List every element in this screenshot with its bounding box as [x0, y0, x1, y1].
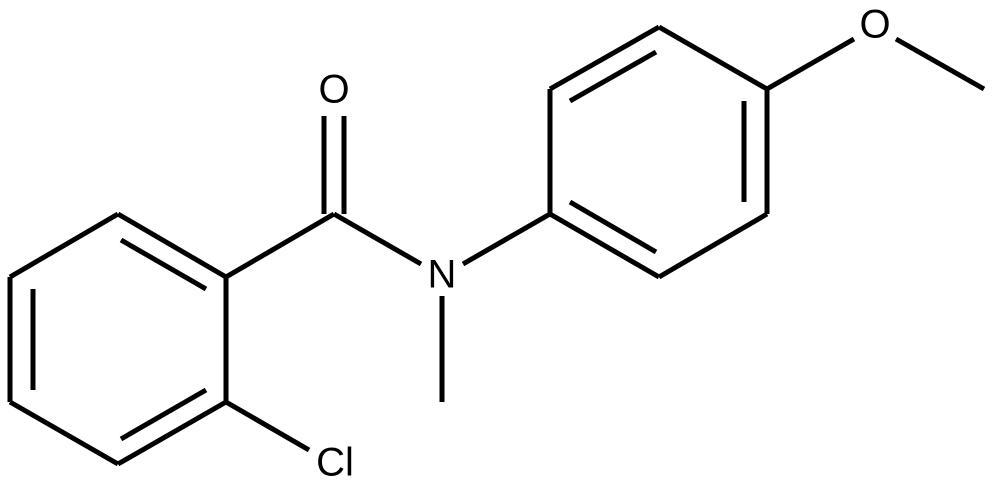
ring1-double-bottom — [119, 387, 208, 442]
ring1-bond-6 — [8, 211, 120, 280]
carbonyl-to-n-bond — [332, 211, 423, 267]
ring1-double-top — [119, 237, 208, 292]
ring2-bond-6 — [548, 211, 661, 280]
n-to-ring2-bond — [461, 211, 552, 267]
ring-to-carbonyl-bond — [224, 211, 336, 280]
ring1-bond-3 — [116, 399, 228, 467]
chlorine-label: Cl — [316, 441, 354, 485]
ring-to-methoxy-o-bond — [765, 36, 856, 92]
carbonyl-oxygen-label: O — [318, 68, 349, 112]
ring-to-chlorine-bond — [224, 399, 311, 453]
ring1-bond-1 — [116, 211, 228, 280]
methoxy-oxygen-label: O — [859, 3, 890, 47]
ring2-bond-2 — [548, 24, 661, 92]
methoxyphenyl-ring — [547, 24, 770, 280]
chlorobenzene-ring — [7, 211, 229, 467]
methoxy-o-to-methyl-bond — [894, 36, 986, 92]
ring2-double-bottom — [568, 199, 658, 255]
ring2-double-top — [568, 49, 658, 104]
amide-nitrogen-label: N — [428, 253, 457, 297]
ring1-bond-4 — [8, 399, 120, 467]
amide-group — [224, 116, 552, 402]
ring2-bond-5 — [657, 211, 769, 280]
ring2-bond-3 — [657, 24, 769, 92]
